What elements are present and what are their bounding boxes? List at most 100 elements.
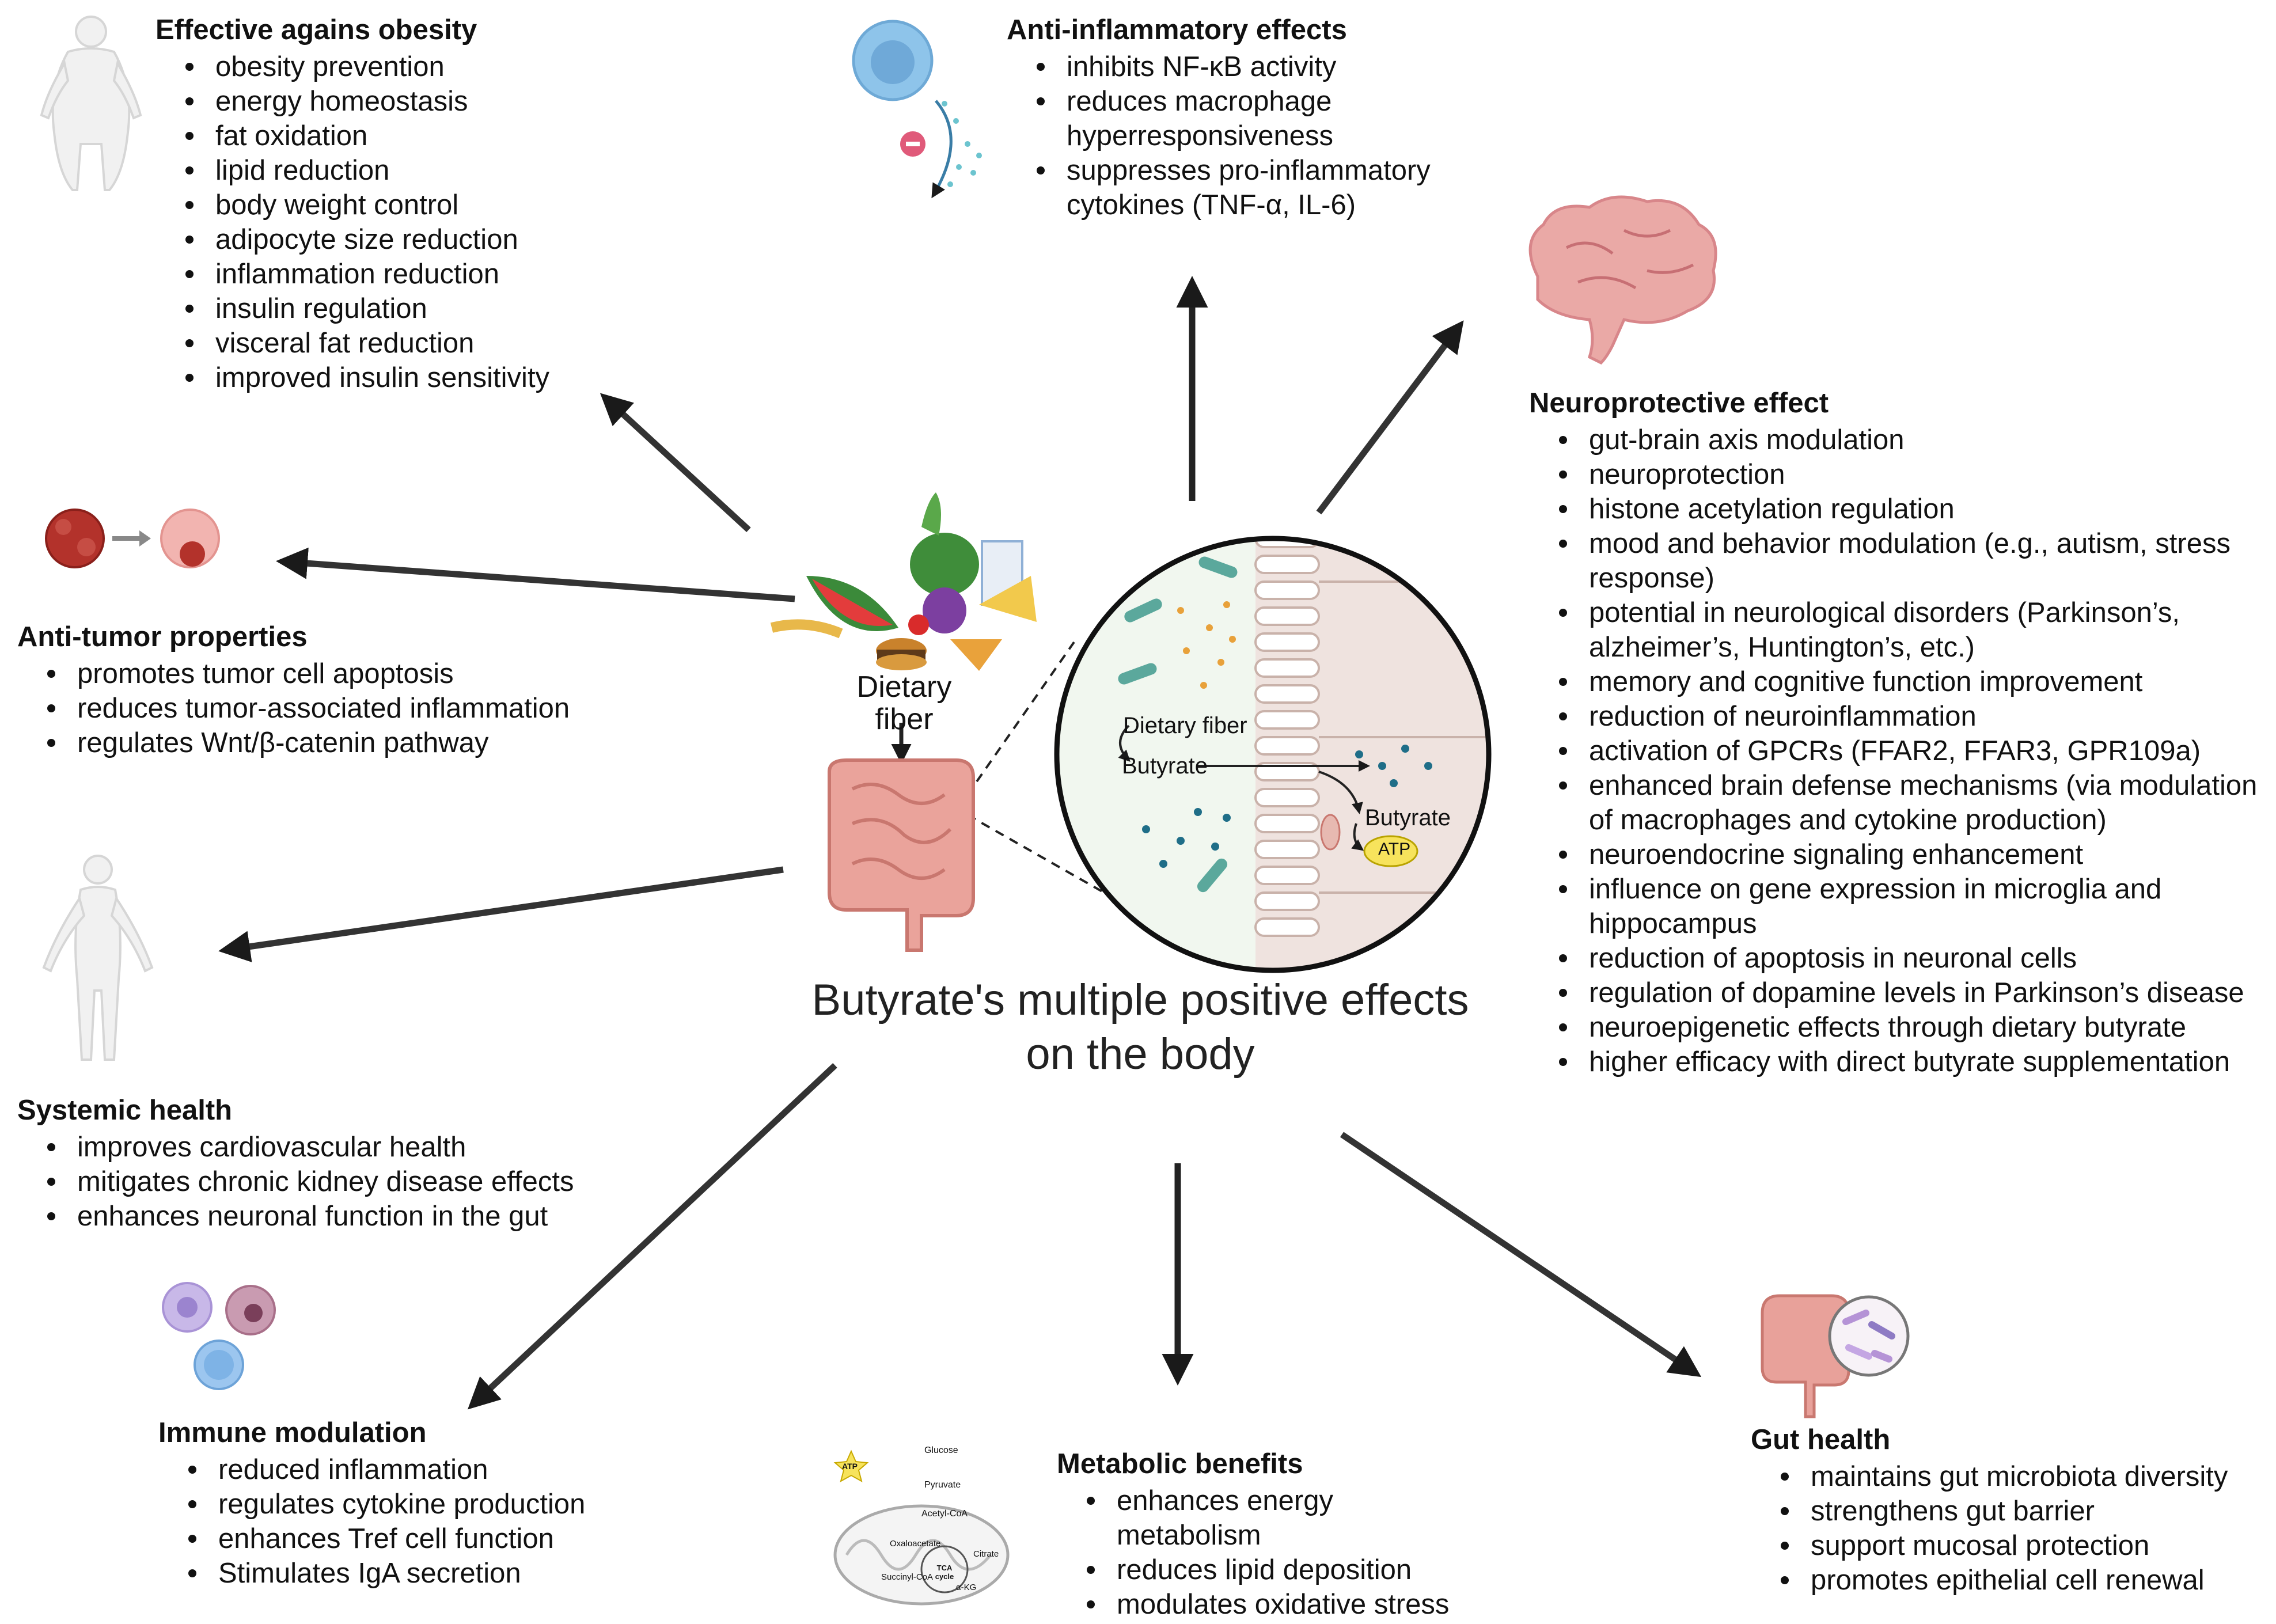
panel-heading: Gut health	[1751, 1424, 1891, 1455]
gut-health-icon	[1761, 1294, 1910, 1418]
panel-list-item: adipocyte size reduction	[185, 222, 628, 257]
arrow-to-systemic	[218, 866, 784, 962]
panel-anti-tumor: Anti-tumor properties promotes tumor cel…	[17, 620, 651, 760]
panel-heading: Systemic health	[17, 1095, 233, 1126]
panel-list-item: maintains gut microbiota diversity	[1781, 1459, 2269, 1494]
atp-star-label: ATP	[842, 1462, 858, 1471]
panel-list-item: reduced inflammation	[188, 1452, 677, 1487]
panel-list-item: enhances Tref cell function	[188, 1521, 677, 1556]
panel-list-item: memory and cognitive function improvemen…	[1559, 665, 2272, 699]
panel-list-item: promotes tumor cell apoptosis	[47, 657, 651, 691]
tca-label: TCA cycle	[935, 1564, 954, 1581]
panel-list-item: reduces tumor-associated inflammation	[47, 691, 651, 726]
atp-star-icon	[833, 1450, 869, 1483]
arrow-to-immune	[467, 1063, 837, 1410]
succinyl-coa-label: Succinyl-CoA	[881, 1572, 934, 1582]
panel-list-item: higher efficacy with direct butyrate sup…	[1559, 1045, 2272, 1079]
arrow-to-neuroprotective	[1316, 320, 1464, 515]
panel-heading: Neuroprotective effect	[1529, 388, 1829, 419]
pyruvate-label: Pyruvate	[924, 1480, 961, 1490]
panel-anti-inflammatory: Anti-inflammatory effects inhibits NF-κB…	[1007, 13, 1525, 222]
acetyl-coa-label: Acetyl-CoA	[921, 1509, 968, 1519]
panel-list-item: activation of GPCRs (FFAR2, FFAR3, GPR10…	[1559, 734, 2272, 768]
panel-list-item: mitigates chronic kidney disease effects	[47, 1164, 651, 1199]
panel-list-item: influence on gene expression in microgli…	[1559, 872, 2272, 941]
body-icon	[42, 855, 154, 1061]
panel-heading: Effective agains obesity	[155, 14, 477, 45]
panel-list-item: reduction of neuroinflammation	[1559, 699, 2272, 734]
glucose-label: Glucose	[924, 1445, 958, 1455]
panel-list-item: regulation of dopamine levels in Parkins…	[1559, 976, 2272, 1010]
panel-list-item: support mucosal protection	[1781, 1528, 2269, 1563]
panel-list-item: body weight control	[185, 188, 628, 222]
panel-heading: Immune modulation	[158, 1417, 427, 1448]
citrate-label: Citrate	[973, 1549, 999, 1559]
arrow-to-gut-health	[1340, 1132, 1702, 1378]
panel-obesity: Effective agains obesity obesity prevent…	[155, 13, 628, 395]
panel-list-item: mood and behavior modulation (e.g., auti…	[1559, 526, 2272, 595]
atp-label: ATP	[1378, 840, 1411, 859]
panel-list-item: energy homeostasis	[185, 84, 628, 119]
panel-systemic-health: Systemic health improves cardiovascular …	[17, 1093, 651, 1234]
panel-list-item: inhibits NF-κB activity	[1037, 50, 1504, 84]
panel-list-item: reduces macrophage hyperresponsiveness	[1037, 84, 1504, 153]
panel-list-item: regulates Wnt/β-catenin pathway	[47, 726, 651, 760]
panel-list-item: reduces lipid deposition	[1087, 1553, 1485, 1587]
panel-list-item: insulin regulation	[185, 291, 628, 326]
zoom-circle	[1054, 536, 1492, 973]
zoom-butyrate-label-2: Butyrate	[1365, 805, 1451, 830]
dietary-fiber-label: Dietary fiber	[856, 670, 952, 736]
panel-list-item: potential in neurological disorders (Par…	[1559, 595, 2272, 665]
panel-list-item: enhances neuronal function in the gut	[47, 1199, 651, 1234]
arrows	[218, 276, 1702, 1410]
panel-list-item: fat oxidation	[185, 119, 628, 153]
panel-heading: Anti-inflammatory effects	[1007, 14, 1347, 45]
panel-heading: Metabolic benefits	[1057, 1448, 1303, 1479]
panel-list-item: visceral fat reduction	[185, 326, 628, 361]
panel-list-item: enhances energy metabolism	[1087, 1483, 1485, 1553]
brain-icon	[1528, 195, 1717, 365]
intestine-icon	[828, 758, 975, 952]
food-icon	[770, 492, 1037, 671]
zoom-butyrate-label: Butyrate	[1122, 753, 1208, 779]
arrow-to-anti-tumor	[276, 547, 795, 602]
panel-list-item: regulates cytokine production	[188, 1487, 677, 1521]
panel-list-item: strengthens gut barrier	[1781, 1494, 2269, 1528]
panel-list-item: inflammation reduction	[185, 257, 628, 291]
panel-list-item: improved insulin sensitivity	[185, 361, 628, 395]
panel-list-item: obesity prevention	[185, 50, 628, 84]
oxaloacetate-label: Oxaloacetate	[890, 1539, 941, 1549]
panel-list-item: suppresses pro-inflammatory cytokines (T…	[1037, 153, 1504, 222]
zoom-fiber-label: Dietary fiber	[1123, 713, 1247, 738]
panel-list-item: neuroprotection	[1559, 457, 2272, 492]
panel-list-item: neuroepigenetic effects through dietary …	[1559, 1010, 2272, 1045]
panel-heading: Anti-tumor properties	[17, 621, 308, 652]
panel-neuroprotective: Neuroprotective effect gut-brain axis mo…	[1529, 386, 2272, 1079]
cell-icon	[852, 20, 982, 199]
panel-list-item: gut-brain axis modulation	[1559, 423, 2272, 457]
arrow-to-obesity	[600, 393, 751, 533]
panel-list-item: histone acetylation regulation	[1559, 492, 2272, 526]
body-obese-icon	[40, 16, 142, 191]
panel-gut-health: Gut health maintains gut microbiota dive…	[1751, 1422, 2269, 1598]
panel-list-item: Stimulates IgA secretion	[188, 1556, 677, 1591]
panel-list-item: lipid reduction	[185, 153, 628, 188]
immune-cells-icon	[162, 1282, 276, 1390]
tumor-icon	[45, 509, 220, 568]
panel-list-item: improves cardiovascular health	[47, 1130, 651, 1164]
mitochondria-icon	[833, 1450, 1010, 1606]
panel-list-item: enhanced brain defense mechanisms (via m…	[1559, 768, 2272, 837]
panel-metabolic: Metabolic benefits enhances energy metab…	[1057, 1447, 1518, 1622]
diagram-title: Butyrate's multiple positive effects on …	[811, 976, 1469, 1079]
akg-label: α-KG	[956, 1583, 977, 1592]
